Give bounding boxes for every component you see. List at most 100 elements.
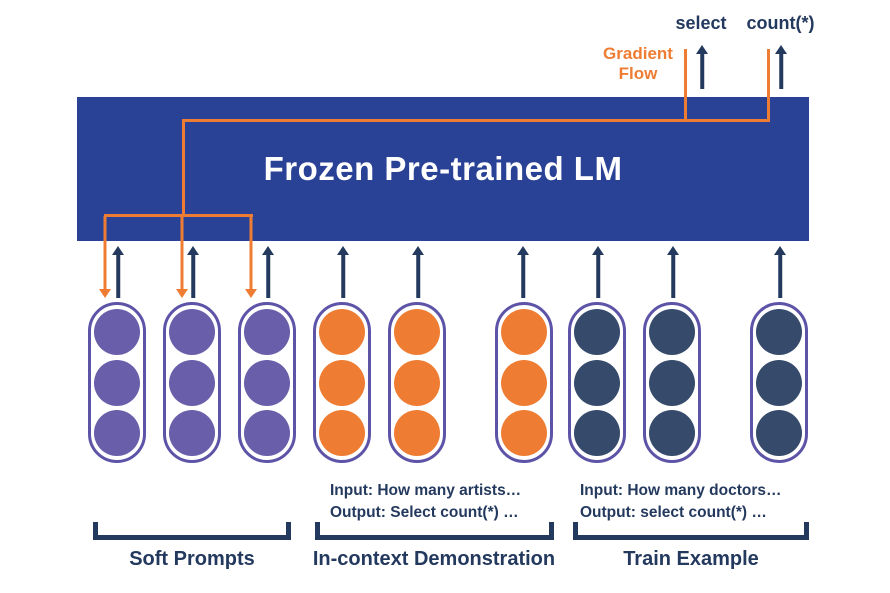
arrow-head [667,246,679,255]
arrow-head [412,246,424,255]
soft-prompts-bracket [93,522,291,540]
train-capsule [750,302,808,463]
train-capsule [568,302,626,463]
input-arrow-up [187,246,200,298]
incontext-capsule [495,302,553,463]
gradient-flow-line [104,214,253,217]
embedding-dot [319,309,365,356]
gradient-flow-line [183,119,770,122]
output-arrow-up [775,45,788,89]
arrow-stem [779,52,783,89]
embedding-dot [574,409,620,456]
embedding-dot [319,359,365,406]
gradient-flow-label-line2: Flow [618,64,658,83]
arrow-stem [180,216,184,291]
train-example-label: Train Example [623,548,759,570]
example-input-line: Input: How many artists… [330,482,522,499]
arrow-stem [249,216,253,291]
embedding-dot [394,309,440,356]
output-token-count: count(*) [746,13,815,33]
embedding-dot [94,309,140,356]
input-arrow-up [262,246,275,298]
gradient-arrow-down [176,216,189,298]
embedding-dot [649,359,695,406]
soft-prompt-capsule [88,302,146,463]
input-arrow-up [412,246,425,298]
input-arrow-up [337,246,350,298]
arrow-stem [521,253,525,298]
train-example-text: Input: How many doctors… Output: select … [580,480,782,523]
input-arrow-up [667,246,680,298]
output-token-select: select [675,13,727,33]
embedding-dot [574,359,620,406]
arrow-stem [103,216,107,291]
arrow-head [99,289,111,298]
input-arrow-up [517,246,530,298]
arrow-head [245,289,257,298]
train-capsule [643,302,701,463]
embedding-dot [244,309,290,356]
arrow-head [517,246,529,255]
embedding-dot [169,409,215,456]
arrow-head [775,45,787,54]
gradient-flow-line [767,49,770,122]
embedding-dot [94,359,140,406]
arrow-head [774,246,786,255]
arrow-head [112,246,124,255]
embedding-dot [169,359,215,406]
arrow-stem [341,253,345,298]
arrow-stem [596,253,600,298]
arrow-head [176,289,188,298]
soft-prompt-capsule [163,302,221,463]
example-output-line: Output: Select count(*) … [330,503,519,521]
incontext-capsule [313,302,371,463]
embedding-dot [244,409,290,456]
arrow-head [262,246,274,255]
embedding-dot [756,409,802,456]
gradient-arrow-down [245,216,258,298]
arrow-stem [416,253,420,298]
incontext-label: In-context Demonstration [312,548,556,570]
output-arrow-up [696,45,709,89]
input-arrow-up [774,246,787,298]
gradient-flow-label: Gradient Flow [597,44,679,84]
embedding-dot [244,359,290,406]
example-input-line: Input: How many doctors… [580,482,782,499]
embedding-dot [501,409,547,456]
embedding-dot [756,359,802,406]
embedding-dot [501,359,547,406]
embedding-dot [394,409,440,456]
arrow-stem [116,253,120,298]
arrow-stem [700,52,704,89]
gradient-flow-label-line1: Gradient [603,44,673,63]
embedding-dot [649,409,695,456]
gradient-flow-line [684,49,687,122]
arrow-head [696,45,708,54]
embedding-dot [649,309,695,356]
gradient-flow-line [182,119,185,217]
input-arrow-up [112,246,125,298]
example-output-line: Output: select count(*) … [580,503,767,521]
arrow-stem [191,253,195,298]
arrow-stem [671,253,675,298]
incontext-capsule [388,302,446,463]
input-arrow-up [592,246,605,298]
arrow-stem [778,253,782,298]
embedding-dot [319,409,365,456]
arrow-stem [266,253,270,298]
incontext-bracket [315,522,554,540]
arrow-head [337,246,349,255]
arrow-head [187,246,199,255]
embedding-dot [94,409,140,456]
embedding-dot [394,359,440,406]
train-example-bracket [573,522,809,540]
arrow-head [592,246,604,255]
embedding-dot [756,309,802,356]
incontext-example-text: Input: How many artists… Output: Select … [330,480,521,523]
frozen-lm-title: Frozen Pre-trained LM [263,150,623,187]
soft-prompt-capsule [238,302,296,463]
embedding-dot [169,309,215,356]
soft-prompts-label: Soft Prompts [129,548,255,570]
embedding-dot [501,309,547,356]
